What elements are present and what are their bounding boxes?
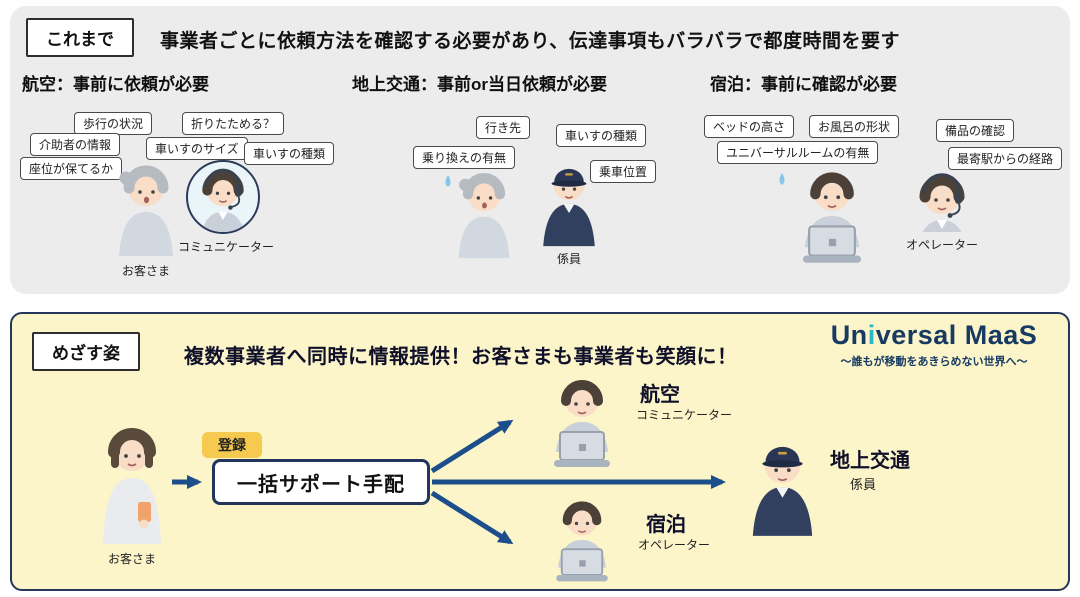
customer-label: お客さま xyxy=(121,264,170,278)
goal-panel: めざす姿 複数事業者へ同時に情報提供！お客さまも事業者も笑顔に！ Univers… xyxy=(10,312,1070,591)
communicator-illustration xyxy=(188,162,258,232)
aviation-title: 航空 xyxy=(640,384,680,406)
speech-bubble: 車いすの種類 xyxy=(244,142,335,165)
goal-headline: 複数事業者へ同時に情報提供！お客さまも事業者も笑顔に！ xyxy=(184,346,738,368)
speech-bubble: 備品の確認 xyxy=(936,119,1015,142)
aviation-communicator-illustration xyxy=(534,372,630,472)
ground-title: 地上交通 xyxy=(830,450,910,472)
before-headline: 事業者ごとに依頼方法を確認する必要があり、伝達事項もバラバラで都度時間を要す xyxy=(160,31,901,52)
ground-staff-illustration xyxy=(751,445,814,538)
logo-title: Universal MaaS xyxy=(814,320,1054,351)
operator-illustration xyxy=(904,166,980,232)
logo-title-prefix: Un xyxy=(830,320,868,350)
speech-bubble: 介助者の情報 xyxy=(30,133,121,156)
ground-subtitle: 係員 xyxy=(850,477,877,492)
speech-bubble: 乗り換えの有無 xyxy=(413,146,516,169)
speech-bubble: 乗車位置 xyxy=(590,160,657,183)
speech-bubble: ベッドの高さ xyxy=(704,115,795,138)
section-lodging-title: 宿泊：事前に確認が必要 xyxy=(710,75,897,94)
universal-maas-logo: Universal MaaS 〜誰もが移動をあきらめない世界へ〜 xyxy=(814,320,1054,369)
before-panel: これまで 事業者ごとに依頼方法を確認する必要があり、伝達事項もバラバラで都度時間… xyxy=(10,6,1070,294)
sweat-drop-icon xyxy=(779,173,785,185)
station-staff-illustration xyxy=(542,167,596,248)
speech-bubble: 歩行の状況 xyxy=(74,112,153,135)
speech-bubble: ユニバーサルルームの有無 xyxy=(717,141,879,164)
goal-label: めざす姿 xyxy=(52,344,120,363)
hub-box: 一括サポート手配 xyxy=(212,459,430,505)
communicator-label: コミュニケーター xyxy=(178,240,275,254)
customer-illustration xyxy=(110,158,182,258)
lodging-operator-illustration xyxy=(536,494,628,586)
goal-label-box: めざす姿 xyxy=(32,332,140,371)
register-tag: 登録 xyxy=(202,432,262,458)
customer-label: お客さま xyxy=(107,552,156,566)
lodging-title: 宿泊 xyxy=(646,514,686,536)
logo-tagline: 〜誰もが移動をあきらめない世界へ〜 xyxy=(840,356,1028,368)
speech-bubble: お風呂の形状 xyxy=(809,115,900,138)
customer-illustration xyxy=(450,166,518,260)
aviation-subtitle: コミュニケーター xyxy=(636,408,733,422)
logo-title-accent: i xyxy=(867,320,876,350)
speech-bubble: 最寄駅からの経路 xyxy=(948,147,1063,170)
speech-bubble: 座位が保てるか xyxy=(20,157,123,180)
staff-label: 係員 xyxy=(556,252,581,266)
section-ground-title: 地上交通：事前or当日依頼が必要 xyxy=(352,75,607,94)
sweat-drop-icon xyxy=(445,175,451,187)
section-aviation-title: 航空：事前に依頼が必要 xyxy=(22,75,209,94)
speech-bubble: 折りたためる？ xyxy=(182,112,285,135)
speech-bubble: 車いすのサイズ xyxy=(146,137,248,160)
lodging-subtitle: オペレーター xyxy=(638,538,711,552)
reception-illustration xyxy=(782,164,882,268)
before-label-box: これまで xyxy=(26,18,134,57)
communicator-circle xyxy=(186,160,260,234)
logo-title-suffix: versal MaaS xyxy=(875,320,1038,350)
flow-arrows xyxy=(172,419,726,545)
operator-label: オペレーター xyxy=(905,238,978,252)
customer-illustration xyxy=(90,416,174,546)
speech-bubble: 車いすの種類 xyxy=(556,124,647,147)
before-label: これまで xyxy=(46,30,114,49)
speech-bubble: 行き先 xyxy=(476,116,531,139)
